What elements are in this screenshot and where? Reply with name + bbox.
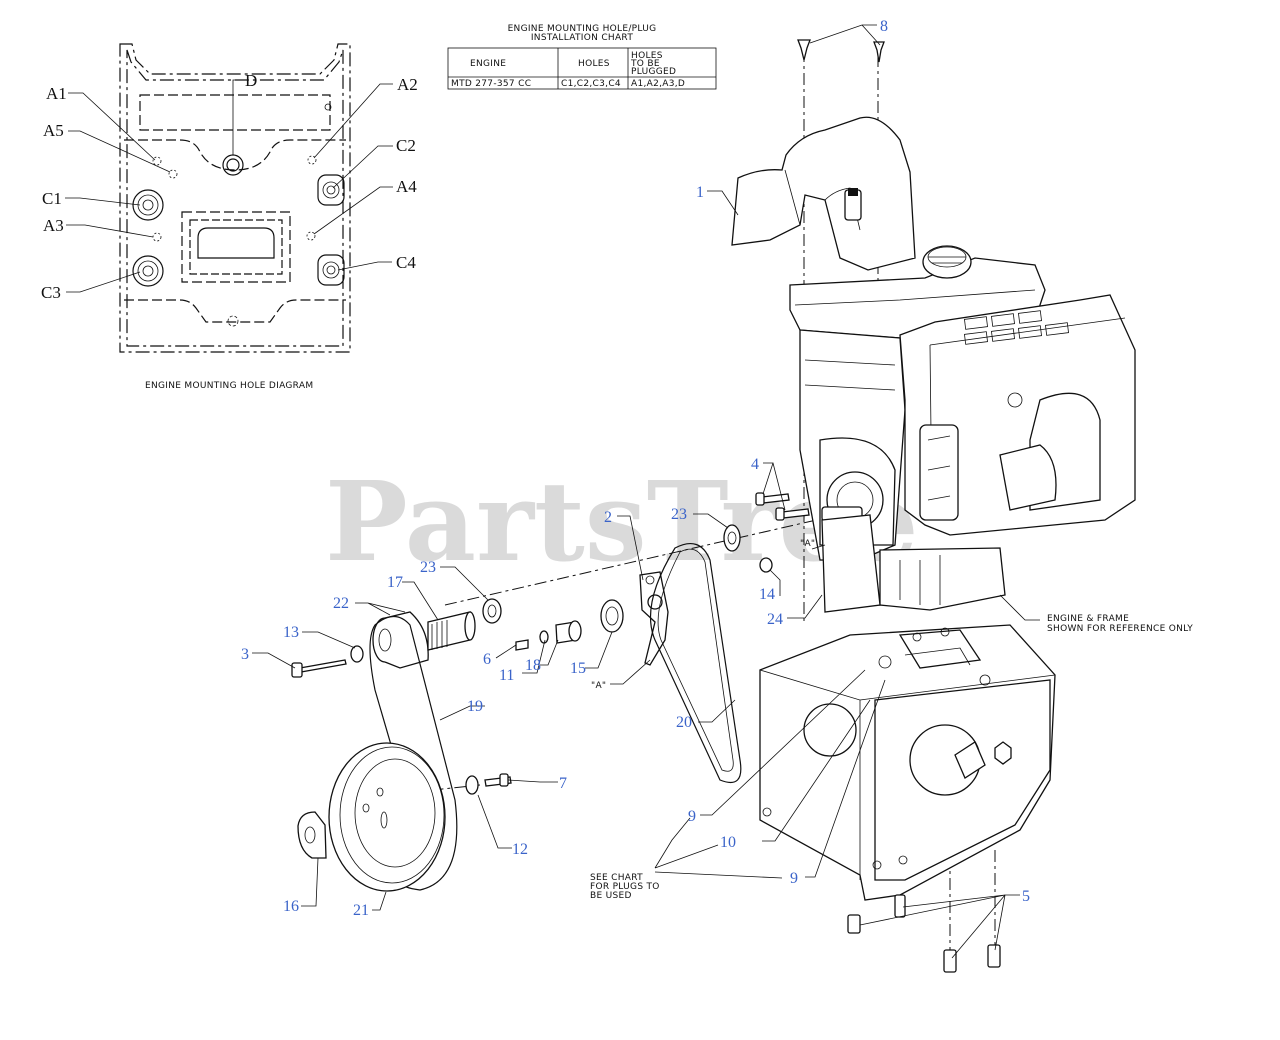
label-a1: A1 [46,84,67,103]
callout-3: 3 [241,646,249,663]
callout-leaders [252,24,1040,959]
callout-17: 17 [387,574,403,591]
callout-2: 2 [604,509,612,526]
callout-14: 14 [759,586,775,603]
callout-20: 20 [676,714,692,731]
label-a3: A3 [43,216,64,235]
callout-8: 8 [880,18,888,35]
chart-header-plugged-3: PLUGGED [631,67,676,77]
label-c1: C1 [42,189,62,208]
note-plugs-2: FOR PLUGS TO [590,882,660,892]
hole-c3 [132,255,164,287]
note-plugs-1: SEE CHART [590,873,643,883]
chart-header-plugged-1: HOLES [631,51,663,61]
label-d: D [245,71,257,90]
label-c2: C2 [396,136,416,155]
callout-1: 1 [696,184,704,201]
callout-19: 19 [467,698,483,715]
chart-header-holes: HOLES [578,59,610,69]
chart-title-1: ENGINE MOUNTING HOLE/PLUG [508,24,657,34]
note-reference-2: SHOWN FOR REFERENCE ONLY [1047,624,1193,634]
callout-9b: 9 [790,870,798,887]
label-c3: C3 [41,283,61,302]
callout-6: 6 [483,651,491,668]
note-a-left: "A" [591,681,606,691]
callout-23b: 23 [671,506,687,523]
label-a2: A2 [397,75,418,94]
callout-21: 21 [353,902,369,919]
note-plugs-3: BE USED [590,891,632,901]
drive-components [291,39,1001,973]
label-a4: A4 [396,177,417,196]
installation-chart: ENGINE MOUNTING HOLE/PLUG INSTALLATION C… [447,24,717,90]
callout-4: 4 [751,456,759,473]
callout-7: 7 [559,775,567,792]
chart-header-plugged-2: TO BE [630,59,660,69]
engine [731,116,1136,611]
callout-9a: 9 [688,808,696,825]
label-c4: C4 [396,253,416,272]
callout-22: 22 [333,595,349,612]
callout-5: 5 [1022,888,1030,905]
diagram-title: ENGINE MOUNTING HOLE DIAGRAM [145,381,313,391]
chart-cell-holes: C1,C2,C3,C4 [561,79,621,89]
notes: ENGINE & FRAME SHOWN FOR REFERENCE ONLY … [590,539,1193,901]
mounting-hole-diagram: A1 A5 C1 A3 C3 D A2 C2 A4 C4 ENGINE MOUN… [41,43,418,391]
callout-11: 11 [499,667,514,684]
label-a5: A5 [43,121,64,140]
hole-c2 [317,174,345,206]
callout-13: 13 [283,624,299,641]
cooling-vents [964,310,1069,345]
callout-24: 24 [767,611,783,628]
chart-header-engine: ENGINE [470,59,506,69]
note-reference-1: ENGINE & FRAME [1047,614,1129,624]
note-a-right: "A" [800,539,815,549]
chart-title-2: INSTALLATION CHART [531,33,633,43]
callout-10: 10 [720,834,736,851]
callouts: 1 2 3 4 5 6 7 8 9 9 9 10 11 12 13 14 15 … [241,18,1030,919]
callout-16: 16 [283,898,299,915]
frame [759,624,1056,901]
chart-cell-engine: MTD 277-357 CC [451,79,531,89]
hole-c4 [317,254,345,286]
callout-18: 18 [525,657,541,674]
callout-23a: 23 [420,559,436,576]
callout-15: 15 [570,660,586,677]
callout-12: 12 [512,841,528,858]
chart-cell-plugged: A1,A2,A3,D [631,79,685,89]
bolt-group-5 [847,894,1001,973]
